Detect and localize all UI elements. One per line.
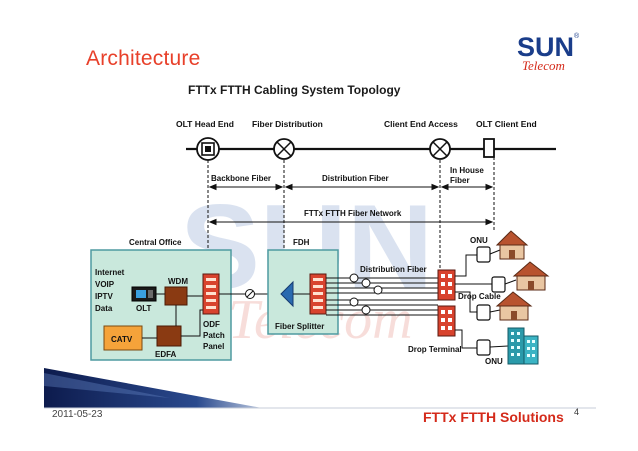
logo-telecom-text: Telecom	[522, 58, 565, 73]
segment-in-house-label-1: In House	[450, 166, 484, 175]
service-data: Data	[95, 304, 113, 313]
odf-label-2: Patch	[203, 331, 225, 340]
drop-terminal-lower	[437, 305, 456, 337]
onu-box-4	[476, 339, 491, 356]
wdm-label: WDM	[168, 277, 188, 286]
house-icon	[495, 291, 533, 321]
drop-cable-lines	[455, 254, 492, 349]
logo-sun-text: SUN	[517, 32, 574, 62]
odf-label-3: Panel	[203, 342, 224, 351]
odf-label-1: ODF	[203, 320, 220, 329]
edfa-box	[156, 325, 182, 347]
olt-device	[131, 286, 157, 302]
central-office-label: Central Office	[129, 238, 182, 247]
onu-box-2	[491, 276, 506, 293]
building-icon	[507, 327, 539, 365]
page-number: 4	[574, 407, 580, 417]
backbone-connector-icon	[245, 289, 255, 299]
house-icon	[512, 261, 550, 291]
access-distribution-fiber-label: Distribution Fiber	[360, 265, 427, 274]
footer-swoosh	[44, 368, 596, 409]
client-end-access-node	[429, 138, 451, 160]
fdh-patch-panel	[309, 273, 327, 315]
distribution-connector-icons	[349, 273, 383, 315]
stage-guides	[207, 157, 495, 272]
sun-telecom-logo: SUN ® Telecom	[517, 32, 580, 73]
onu-house-links	[489, 249, 517, 348]
service-internet: Internet	[95, 268, 125, 277]
drop-cable-label: Drop Cable	[458, 292, 501, 301]
stage-client-end-access: Client End Access	[384, 119, 458, 129]
stage-fiber-distribution: Fiber Distribution	[252, 119, 323, 129]
onu-box-1	[476, 246, 491, 263]
segment-backbone-label: Backbone Fiber	[211, 174, 271, 183]
segment-in-house-label-2: Fiber	[450, 176, 470, 185]
olt-head-end-node	[196, 137, 220, 161]
central-office-links	[142, 293, 203, 339]
segment-arrows	[208, 183, 494, 226]
fiber-splitter-label: Fiber Splitter	[275, 322, 324, 331]
diagram-title: FTTx FTTH Cabling System Topology	[188, 83, 401, 97]
olt-label: OLT	[136, 304, 152, 313]
house-icon	[495, 230, 529, 260]
slide-title: Architecture	[86, 47, 201, 70]
onu-label-bottom: ONU	[485, 357, 503, 366]
onu-box-3	[476, 304, 491, 321]
catv-box	[103, 325, 143, 351]
segment-distribution-label: Distribution Fiber	[322, 174, 389, 183]
service-voip: VOIP	[95, 280, 115, 289]
catv-label: CATV	[111, 335, 133, 344]
drop-terminal-upper	[437, 269, 456, 301]
olt-client-end-node	[483, 138, 495, 158]
stage-olt-client-end: OLT Client End	[476, 119, 537, 129]
service-iptv: IPTV	[95, 292, 113, 301]
drop-terminal-label: Drop Terminal	[408, 345, 462, 354]
fdh-label: FDH	[293, 238, 310, 247]
onu-label-top: ONU	[470, 236, 488, 245]
edfa-label: EDFA	[155, 350, 177, 359]
segment-network-label: FTTx FTTH Fiber Network	[304, 209, 402, 218]
footer-date: 2011-05-23	[52, 409, 103, 420]
wdm-box	[164, 286, 188, 306]
stage-olt-head-end: OLT Head End	[176, 119, 234, 129]
footer-solutions: FTTx FTTH Solutions	[423, 409, 564, 425]
logo-registered-mark: ®	[574, 32, 580, 40]
odf-patch-panel	[202, 273, 220, 315]
fiber-distribution-node	[273, 138, 295, 160]
